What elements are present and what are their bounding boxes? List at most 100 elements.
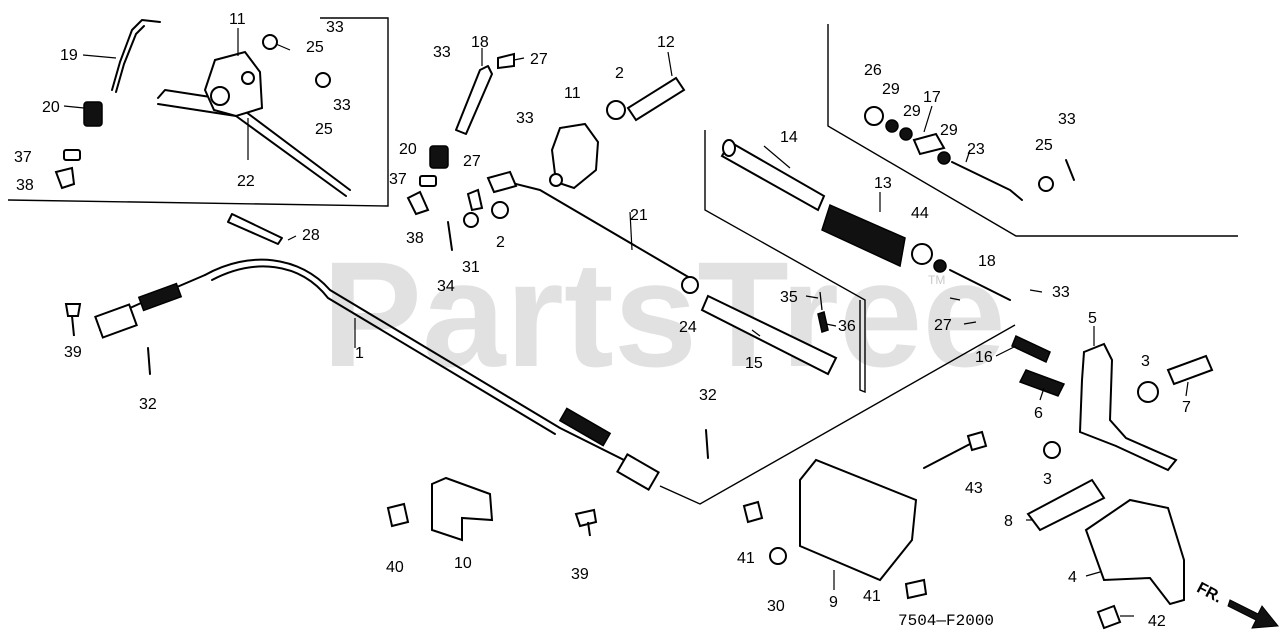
part-rod-19-b: [115, 25, 145, 93]
part-bolt-43: [923, 443, 971, 469]
callout-35: 35: [780, 289, 798, 306]
callout-18: 18: [471, 34, 489, 51]
part-bolt-40: [386, 502, 410, 528]
direction-indicator: FR.: [1194, 579, 1279, 629]
part-plate-17: [912, 132, 946, 156]
part-bracket-10: [431, 476, 494, 542]
part-rod-23: [951, 161, 1023, 201]
callout-19: 19: [60, 47, 78, 64]
part-link-28: [227, 213, 283, 245]
callout-33: 33: [333, 97, 351, 114]
callout-31: 31: [462, 259, 480, 276]
callout-24: 24: [679, 319, 697, 336]
callout-33: 33: [326, 19, 344, 36]
callout-29: 29: [903, 103, 921, 120]
callout-41: 41: [863, 588, 881, 605]
frame-tube: [704, 130, 866, 394]
part-nut-24: [681, 276, 699, 294]
part-bolt-42: [1096, 604, 1122, 630]
callout-2: 2: [496, 234, 505, 251]
part-link-18-upper: [455, 65, 493, 135]
callout-28: 28: [302, 227, 320, 244]
callout-39: 39: [571, 566, 589, 583]
callout-29: 29: [940, 122, 958, 139]
callout-40: 40: [386, 559, 404, 576]
callout-37: 37: [389, 171, 407, 188]
part-washer-31: [463, 212, 479, 228]
part-nut-30: [769, 547, 787, 565]
callout-6: 6: [1034, 405, 1043, 422]
callout-9: 9: [829, 594, 838, 611]
part-pin-35: [819, 291, 823, 311]
drawing-code: 7504—F2000: [898, 612, 994, 630]
callout-34: 34: [437, 278, 455, 295]
callout-labels: 1 2 2 3 3 4 5 6 7 8 9 10 11 11 12 13 14 …: [14, 11, 1191, 630]
part-spring-20-mid: [429, 145, 449, 169]
part-pin-33-right: [1065, 159, 1075, 181]
leader-lines: [63, 28, 1189, 617]
callout-7: 7: [1182, 399, 1191, 416]
trademark-mark: TM: [928, 273, 945, 287]
part-nut-38-left: [54, 166, 76, 190]
callout-32: 32: [139, 396, 157, 413]
part-pin-12: [626, 76, 686, 122]
callout-18: 18: [978, 253, 996, 270]
callout-33: 33: [1058, 111, 1076, 128]
callout-27: 27: [463, 153, 481, 170]
frame-pedal-leader: [659, 324, 1016, 505]
callout-21: 21: [630, 207, 648, 224]
part-washer-26: [864, 106, 884, 126]
part-bracket-5: [1078, 342, 1178, 472]
callout-16: 16: [975, 349, 993, 366]
callout-3: 3: [1141, 353, 1150, 370]
callout-33: 33: [1052, 284, 1070, 301]
callout-20: 20: [399, 141, 417, 158]
callout-14: 14: [780, 129, 798, 146]
part-bolt-27-upper: [497, 52, 515, 70]
callout-4: 4: [1068, 569, 1077, 586]
callout-15: 15: [745, 355, 763, 372]
callout-37: 37: [14, 149, 32, 166]
part-bracket-9: [799, 458, 918, 582]
callout-25: 25: [306, 39, 324, 56]
part-washer-25-a: [262, 34, 278, 50]
callout-1: 1: [355, 345, 364, 362]
frame-upper-right: [827, 24, 1238, 237]
part-bolt-43-head: [966, 430, 988, 452]
part-spring-16: [1011, 334, 1051, 364]
part-bolt-41-upper: [742, 500, 764, 524]
callout-42: 42: [1148, 613, 1166, 630]
callout-38: 38: [16, 177, 34, 194]
callout-22: 22: [237, 173, 255, 190]
part-pin-36: [817, 311, 829, 333]
part-pin-34: [447, 221, 453, 251]
callout-44: 44: [911, 205, 929, 222]
callout-13: 13: [874, 175, 892, 192]
part-bolt-41-lower: [904, 578, 928, 600]
part-nut-29-lower: [933, 259, 947, 273]
callout-11: 11: [564, 85, 581, 102]
callout-32: 32: [699, 387, 717, 404]
callout-10: 10: [454, 555, 472, 572]
callout-26: 26: [864, 62, 882, 79]
part-pad-8: [1026, 478, 1106, 532]
part-bushing-2-mid: [491, 201, 509, 219]
part-nut-29-b: [899, 127, 913, 141]
part-link-18-lower: [949, 269, 1011, 301]
part-pin-37-left: [63, 149, 81, 161]
front-arrow-icon: [1227, 599, 1279, 629]
callout-17: 17: [923, 89, 941, 106]
part-bushing-2-upper: [606, 100, 626, 120]
part-bracket-11-upper: [203, 50, 264, 118]
part-nut-29-a: [885, 119, 899, 133]
frame-upper-left: [7, 17, 389, 207]
callout-27: 27: [934, 317, 952, 334]
watermark: PartsTree: [322, 230, 1006, 398]
callout-3: 3: [1043, 471, 1052, 488]
callout-5: 5: [1088, 310, 1097, 327]
part-bracket-11-mid: [549, 122, 600, 190]
part-cable-1: [94, 258, 660, 492]
callout-43: 43: [965, 480, 983, 497]
part-pedal-4: [1084, 498, 1185, 606]
